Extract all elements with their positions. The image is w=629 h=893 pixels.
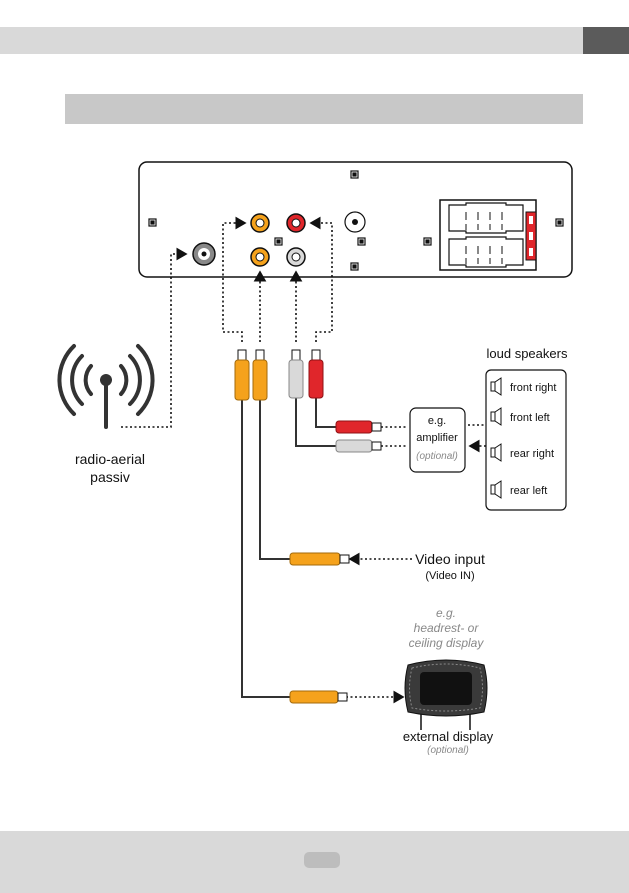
rca-plug-white <box>288 349 304 399</box>
speaker-rear-left: rear left <box>510 485 547 497</box>
speaker-icon <box>490 377 502 499</box>
rca-plug-yellow-1 <box>234 349 250 401</box>
rca-plug-external-display <box>289 690 348 704</box>
rca-socket-red <box>286 213 306 233</box>
speaker-box: front right front left rear right rear l… <box>485 369 567 511</box>
rca-plug-red <box>308 349 324 399</box>
rca-plug-yellow-2 <box>252 349 268 401</box>
external-display-label: external display <box>403 729 494 744</box>
rca-plug-white-horizontal <box>335 439 382 453</box>
page-number-pill <box>304 852 340 868</box>
rca-plug-red-horizontal <box>335 420 382 434</box>
headrest-eg: e.g. <box>436 606 456 620</box>
iso-connector <box>439 199 537 271</box>
rca-socket-white <box>286 247 306 267</box>
amplifier-optional: (optional) <box>416 451 458 462</box>
speaker-front-left: front left <box>510 412 550 424</box>
speaker-rear-right: rear right <box>510 448 554 460</box>
radio-aerial-icon <box>57 344 155 429</box>
radio-aerial-label: radio-aerial <box>75 451 145 467</box>
loud-speakers-title: loud speakers <box>487 346 568 361</box>
amplifier-label: amplifier <box>416 432 458 444</box>
head-unit-rear-panel <box>138 161 573 278</box>
section-header-bar <box>65 94 583 124</box>
external-display-optional: (optional) <box>427 745 469 756</box>
video-in-label: (Video IN) <box>425 570 474 582</box>
passiv-label: passiv <box>90 469 130 485</box>
amplifier-box: e.g. amplifier (optional) <box>409 407 466 473</box>
amplifier-eg: e.g. <box>428 415 446 427</box>
external-display-icon <box>404 659 488 730</box>
speaker-front-right: front right <box>510 382 556 394</box>
rca-plug-video-input <box>289 552 350 566</box>
aux-jack <box>344 211 366 233</box>
headrest-line-2: ceiling display <box>409 636 485 650</box>
rca-socket-yellow-top <box>250 213 270 233</box>
antenna-socket <box>192 242 216 266</box>
rca-socket-yellow-bottom <box>250 247 270 267</box>
headrest-line-1: headrest- or <box>414 621 480 635</box>
top-tab <box>583 27 629 54</box>
top-bar <box>0 27 629 54</box>
video-input-label: Video input <box>415 551 485 567</box>
